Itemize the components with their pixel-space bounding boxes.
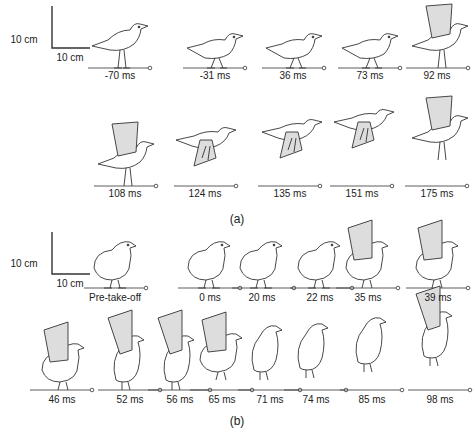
time-label: -70 ms <box>105 70 136 82</box>
time-label: 124 ms <box>189 188 222 200</box>
time-label: -31 ms <box>200 70 231 82</box>
time-label: 0 ms <box>199 292 221 304</box>
time-label: 92 ms <box>423 70 450 82</box>
time-label: 175 ms <box>421 188 454 200</box>
panel-label: (b) <box>230 414 245 428</box>
time-label: 56 ms <box>166 394 193 406</box>
time-label: 35 ms <box>354 292 381 304</box>
panel-label: (a) <box>230 212 245 226</box>
time-label: 36 ms <box>279 70 306 82</box>
scale-label: 10 cm <box>56 52 83 64</box>
time-label: 52 ms <box>116 394 143 406</box>
time-label: 108 ms <box>109 188 142 200</box>
time-label: 65 ms <box>208 394 235 406</box>
time-label: 74 ms <box>302 394 329 406</box>
time-label: 39 ms <box>424 292 451 304</box>
time-label: 22 ms <box>306 292 333 304</box>
time-label: 85 ms <box>358 394 385 406</box>
time-label: 98 ms <box>426 394 453 406</box>
scale-label: 10 cm <box>10 258 37 270</box>
time-label: 46 ms <box>48 394 75 406</box>
time-label: 73 ms <box>356 70 383 82</box>
scale-label: 10 cm <box>56 278 83 290</box>
time-label: 20 ms <box>248 292 275 304</box>
time-label: 135 ms <box>274 188 307 200</box>
time-label: Pre-take-off <box>89 292 141 304</box>
time-label: 151 ms <box>346 188 379 200</box>
scale-label: 10 cm <box>10 34 37 46</box>
time-label: 71 ms <box>256 394 283 406</box>
